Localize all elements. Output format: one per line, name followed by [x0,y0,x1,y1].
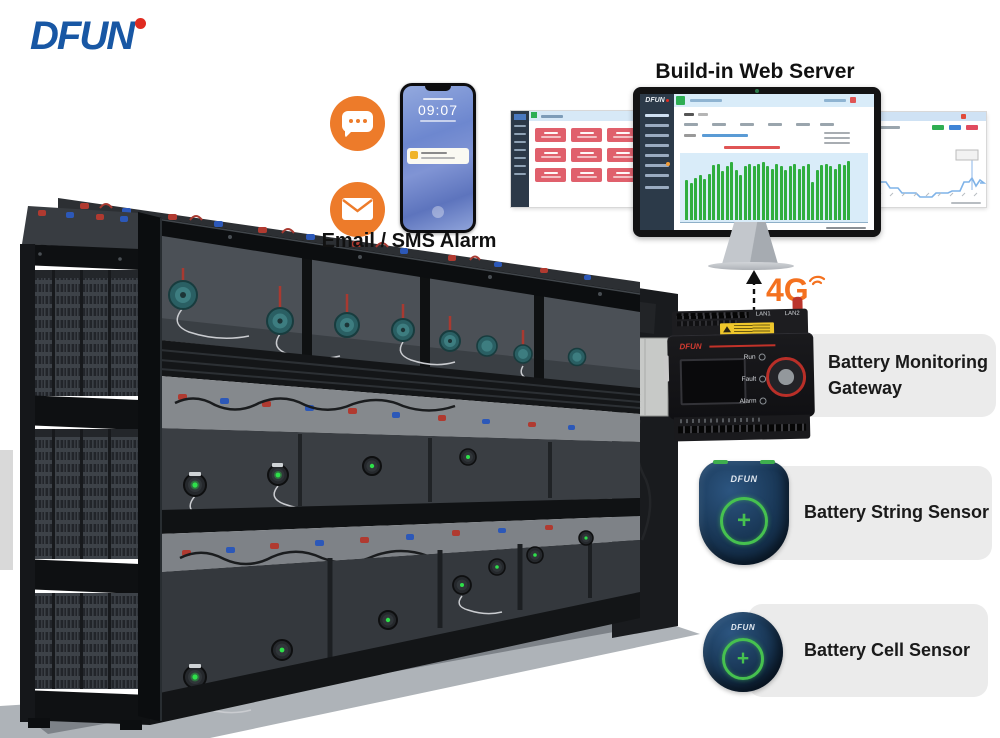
run-led: Run [744,353,766,361]
webcam-dot [755,89,759,93]
phone-home-lens [432,206,444,218]
legend-buttons [932,125,978,130]
cell-sensor-label: Battery Cell Sensor [748,604,988,697]
web-screen-trend [868,112,986,207]
desktop-monitor: DFUN [633,87,881,237]
web-server-title: Build-in Web Server [655,60,855,83]
status-square [676,96,685,105]
plus-ring-icon: + [720,497,768,545]
lan1-port-label: LAN1 [755,311,771,318]
gateway-brand: DFUN [679,341,702,352]
sensor-notch [713,460,728,464]
phone-date-line [423,98,453,100]
sensor-notch [760,460,775,464]
alarm-cards-grid [535,128,638,182]
logo-dot [135,18,147,29]
dfun-logo: DFUN [30,16,147,56]
trend-line-chart [876,149,986,198]
chart-alert-text [724,146,780,149]
dashboard-screen: DFUN [640,94,874,230]
smartphone: 09:07 [400,83,476,233]
gateway-button [765,356,807,398]
screen-sidebar [511,111,529,207]
email-icon [330,182,385,237]
voltage-bar-chart [680,153,868,223]
phone-subtitle-line [420,120,456,122]
phone-notification [407,148,469,164]
alarm-led: Alarm [739,397,767,405]
battery-monitoring-gateway-device: LAN1 LAN2 DFUN Run Fault Alarm [663,296,816,442]
phone-notch [425,86,451,91]
phone-screen: 09:07 [403,86,473,230]
gateway-label: Battery Monitoring Gateway [796,334,996,417]
battery-cell-sensor-device: DFUN + [703,612,783,692]
notification-icon [410,151,418,159]
dashboard-sidebar: DFUN [640,94,674,230]
chat-icon [330,96,385,151]
lan2-port-label: LAN2 [784,310,800,318]
battery-rack-photo [0,198,700,738]
phone-clock: 09:07 [417,102,459,118]
fault-led: Fault [742,375,767,383]
status-square [531,112,537,118]
web-screen-cards [511,111,639,207]
monitor-base [708,262,794,270]
din-clip [663,355,670,382]
gateway-display [679,357,747,406]
battery-string-sensor-device: DFUN + [699,460,789,565]
uplink-arrow [746,270,762,312]
plus-ring-icon: + [722,638,764,680]
email-sms-alarm-label: Email / SMS Alarm [321,230,497,252]
alarm-bell-icon [850,97,856,103]
wifi-arcs-icon [808,275,825,286]
alert-icon [961,114,966,119]
